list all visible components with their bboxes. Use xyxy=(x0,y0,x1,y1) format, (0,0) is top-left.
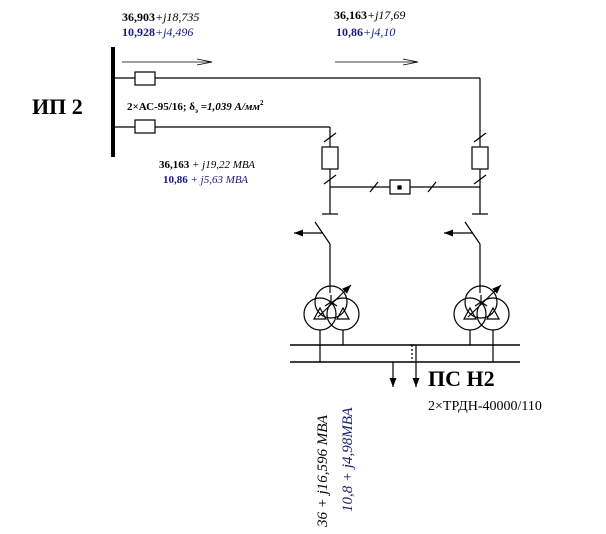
flow-top-right-black: 36,163+j17,69 xyxy=(334,8,405,22)
right-transformer xyxy=(453,284,510,362)
flow-top-left-black: 36,903+j18,735 xyxy=(122,10,199,24)
load-flow-black: 36 + j16,596 МВА xyxy=(315,414,331,528)
line-1 xyxy=(113,71,481,147)
load-flow-blue: 10,8 + j4,98МВА xyxy=(340,407,356,512)
left-hv-branch xyxy=(321,132,339,215)
source-label: ИП 2 xyxy=(32,94,83,119)
right-hv-branch xyxy=(471,132,489,215)
line-2 xyxy=(113,119,331,147)
flow-top-left-blue: 10,928+j4,496 xyxy=(122,25,193,39)
flow-top-right-blue: 10,86+j4,10 xyxy=(336,25,395,39)
right-disconnector xyxy=(444,221,481,293)
substation-label: ПС Н2 xyxy=(428,366,495,391)
left-transformer xyxy=(303,284,360,362)
left-disconnector xyxy=(294,221,331,293)
transformer-spec: 2×ТРДН-40000/110 xyxy=(428,399,542,414)
bridge-breaker xyxy=(330,179,480,195)
lv-section-tie xyxy=(409,344,415,362)
flow-mid-blue: 10,86 + j5,63 МВА xyxy=(163,174,248,186)
line-spec: 2×АС-95/16; δэ =1,039 А/мм2 xyxy=(127,99,264,115)
flow-mid-black: 36,163 + j19,22 МВА xyxy=(159,159,255,171)
